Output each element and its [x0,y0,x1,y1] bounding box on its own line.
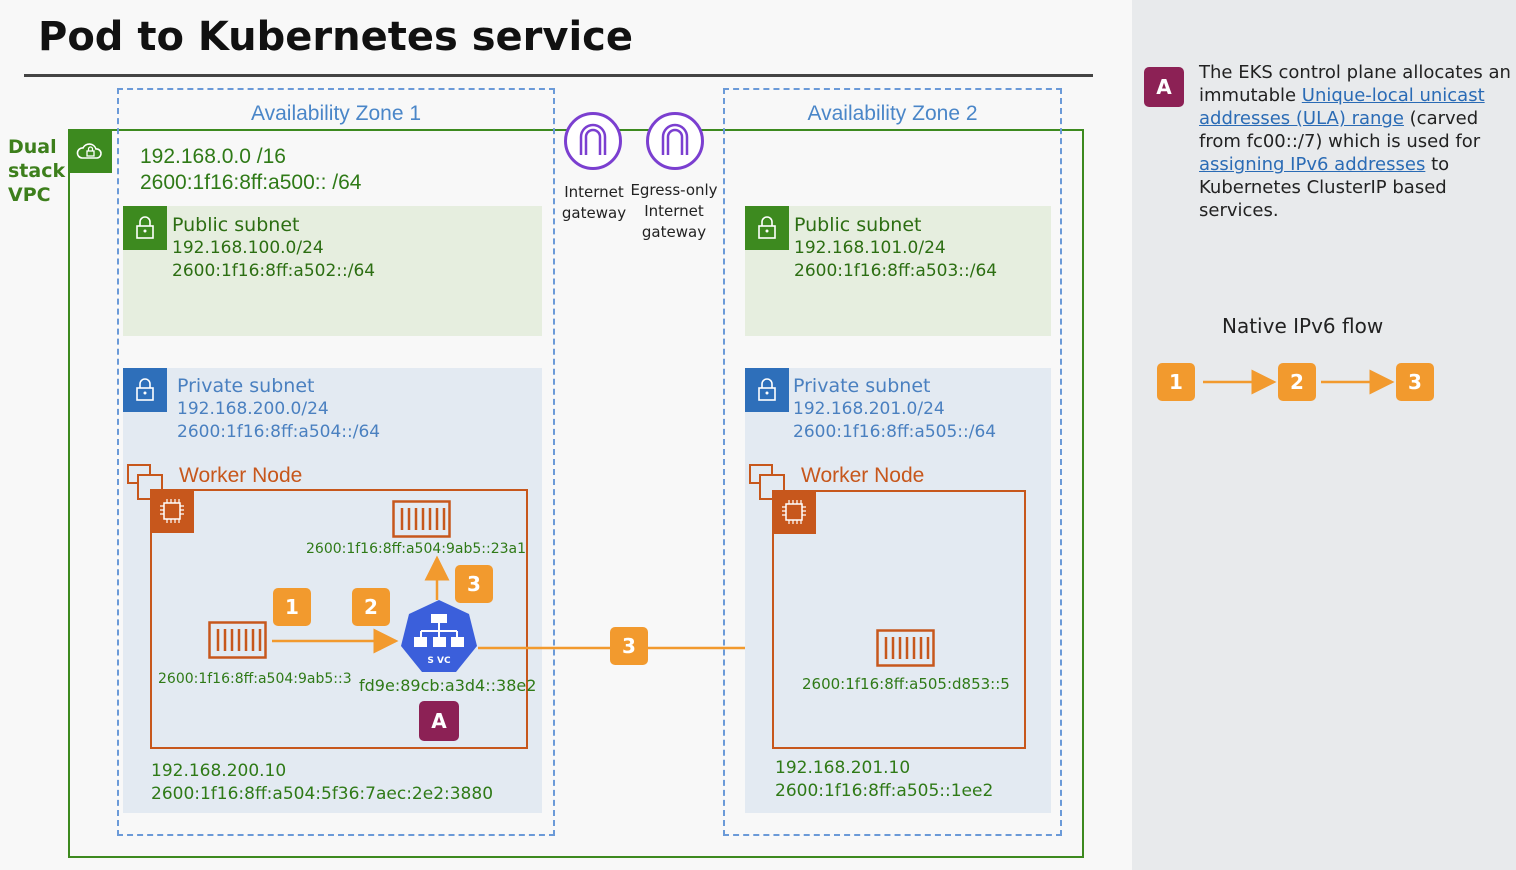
pod-container-icon [208,621,267,659]
az2-label: Availability Zone 2 [807,102,978,125]
internet-gateway-icon [564,112,622,170]
notes-panel [1132,0,1516,870]
legend-badge-1: 1 [1157,363,1195,401]
kubernetes-service-icon: S VC [401,600,477,672]
chip-icon [772,490,816,534]
worker-node-az1 [150,489,528,749]
az1-label: Availability Zone 1 [250,102,422,125]
ula-range-link[interactable]: Unique-local unicast addresses (ULA) ran… [1199,85,1485,129]
pod-remote-ip: 2600:1f16:8ff:a505:d853::5 [802,675,1010,693]
pod-src-ip: 2600:1f16:8ff:a504:9ab5::3 [158,671,352,687]
lock-icon [745,368,789,412]
public-subnet-az1 [123,206,542,336]
public-subnet-az2 [745,206,1051,336]
pod-container-icon [392,500,451,538]
title-divider [24,74,1093,77]
legend-badge-3: 3 [1396,363,1434,401]
step-badge-1: 1 [273,588,311,626]
step-badge-3-cross-az: 3 [610,627,648,665]
worker-node-az2 [772,490,1026,749]
availability-zone-1 [117,88,555,836]
lock-icon [745,206,789,250]
private-subnet-az2 [745,368,1051,813]
step-badge-2: 2 [352,588,390,626]
note-badge-a: A [419,701,459,741]
svc-cluster-ip: fd9e:89cb:a3d4::38e2 [359,676,537,695]
vpc-cloud-lock-icon [68,129,112,173]
lock-icon [123,206,167,250]
flow-legend-title: Native IPv6 flow [1222,314,1384,338]
lock-icon [123,368,167,412]
legend-badge-2: 2 [1278,363,1316,401]
note-badge-a-legend: A [1144,67,1184,107]
note-a-text: The EKS control plane allocates an immut… [1199,62,1511,221]
svc-icon-label: S VC [427,656,451,666]
availability-zone-2 [723,88,1062,836]
worker-node-az2-label: Worker Node [801,464,925,487]
worker-node-az1-label: Worker Node [179,464,303,487]
step-badge-3: 3 [455,565,493,603]
assigning-ipv6-link[interactable]: assigning IPv6 addresses [1199,154,1426,175]
pod-dst-ip: 2600:1f16:8ff:a504:9ab5::23a1 [306,541,527,557]
pod-container-icon [876,629,935,667]
chip-icon [150,489,194,533]
egress-only-gateway-icon [646,112,704,170]
page-title: Pod to Kubernetes service [38,14,634,60]
